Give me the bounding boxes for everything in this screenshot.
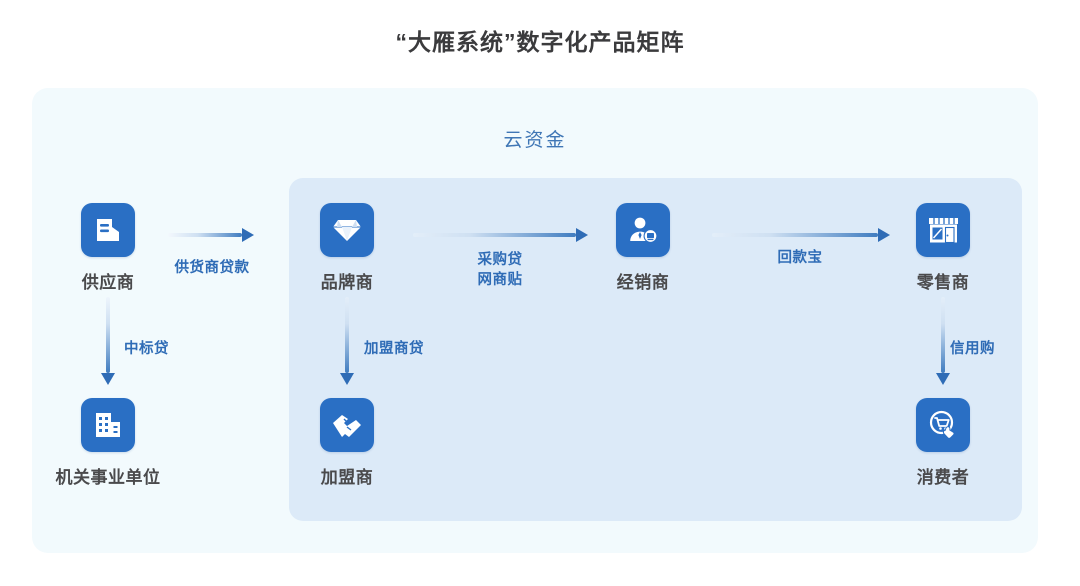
node-label: 零售商 [916,273,970,292]
arrow-supplier-to-gov [101,297,115,385]
flow-label-line-2: 网商贴 [477,272,523,288]
node-franchise[interactable]: 加盟商 [287,398,407,488]
flow-label-franchise-loan: 加盟商贷 [364,341,424,357]
arrow-dealer-to-retailer [712,228,890,242]
node-brand[interactable]: 品牌商 [287,203,407,293]
node-consumer[interactable]: 消费者 [883,398,1003,488]
cart-click-icon [916,398,970,452]
node-label: 品牌商 [320,273,374,292]
node-label: 经销商 [616,273,670,292]
arrow-shaft [413,233,576,237]
node-gov[interactable]: 机关事业单位 [48,398,168,488]
storefront-icon [916,203,970,257]
flow-label-purchase-loan: 采购贷 网商贴 [438,250,562,290]
flow-label-repayment-treasure: 回款宝 [777,250,823,266]
arrow-shaft [106,297,110,373]
supplier-document-icon [81,203,135,257]
arrow-shaft [941,297,945,373]
flow-label-credit-purchase: 信用购 [950,341,995,357]
node-dealer[interactable]: 经销商 [583,203,703,293]
node-label: 供应商 [81,273,135,292]
node-label: 机关事业单位 [55,468,161,487]
flow-label-supplier-loan: 供货商贷款 [174,260,250,276]
flow-label-bid-loan: 中标贷 [124,341,169,357]
node-supplier[interactable]: 供应商 [48,203,168,293]
arrow-head-icon [242,228,254,242]
handshake-icon [320,398,374,452]
node-label: 加盟商 [320,468,374,487]
arrow-head-icon [878,228,890,242]
node-label: 消费者 [916,468,970,487]
person-badge-icon [616,203,670,257]
arrow-retailer-to-consumer [936,297,950,385]
page-title: “大雁系统”数字化产品矩阵 [395,29,685,55]
arrow-supplier-to-brand [168,228,254,242]
arrow-shaft [345,297,349,373]
cloud-funds-panel-title: 云资金 [503,130,567,151]
office-building-icon [81,398,135,452]
arrow-head-icon [340,373,354,385]
node-retailer[interactable]: 零售商 [883,203,1003,293]
arrow-brand-to-dealer [413,228,588,242]
arrow-head-icon [576,228,588,242]
arrow-shaft [712,233,878,237]
arrow-brand-to-franchise [340,297,354,385]
flow-label-line-1: 采购贷 [477,252,523,268]
cloud-funds-panel: 云资金 [32,88,1038,553]
arrow-head-icon [936,373,950,385]
diamond-icon [320,203,374,257]
arrow-head-icon [101,373,115,385]
arrow-shaft [168,233,242,237]
